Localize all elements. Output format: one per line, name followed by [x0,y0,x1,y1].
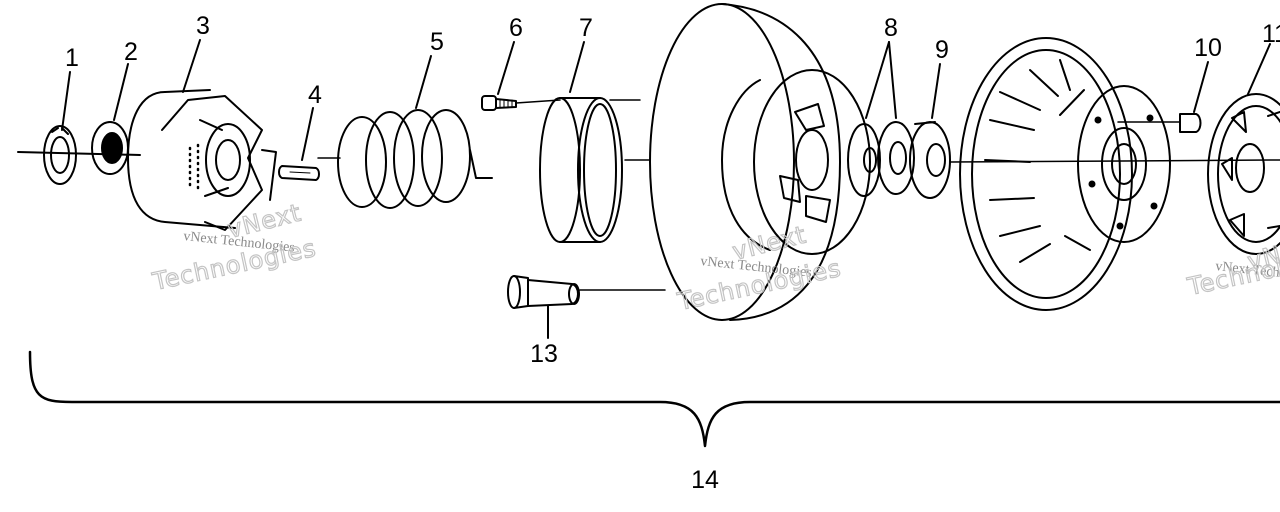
callout-13: 13 [530,340,558,368]
callout-labels: 1 2 3 4 5 6 7 8 9 10 11 13 14 [65,12,1280,494]
torsion-spring-part [337,109,493,209]
cam-part [127,89,277,231]
callout-10: 10 [1194,34,1222,62]
watermark-group: vNext Technologies vNext Technologies vN… [149,198,1280,317]
callout-7: 7 [579,14,593,42]
callout-1: 1 [65,44,79,72]
roller-pin-part [1117,113,1202,133]
screw-part [481,95,561,111]
callout-5: 5 [430,28,444,56]
watermark-brand-2: vNext [730,220,810,265]
callout-6: 6 [509,14,523,42]
callout-4: 4 [308,81,322,109]
callout-11: 11 [1262,20,1280,48]
sleeve-bushing-part [507,275,666,309]
thrust-washer-part [909,121,951,199]
callout-3: 3 [196,12,210,40]
cover-plate-part [1207,93,1280,255]
key-pin-part [278,165,320,181]
fixed-sheave-part [649,3,871,321]
callout-14: 14 [691,466,719,494]
snap-ring-part [43,125,77,185]
washer-part [91,121,129,175]
assembly-brace [28,350,1280,448]
spacer-washers-part [847,121,915,197]
callout-8: 8 [884,14,898,42]
leader-lines [61,39,1271,339]
bushing-ring-part [539,97,641,243]
callout-9: 9 [935,36,949,64]
movable-sheave-part [959,37,1171,311]
callout-2: 2 [124,38,138,66]
